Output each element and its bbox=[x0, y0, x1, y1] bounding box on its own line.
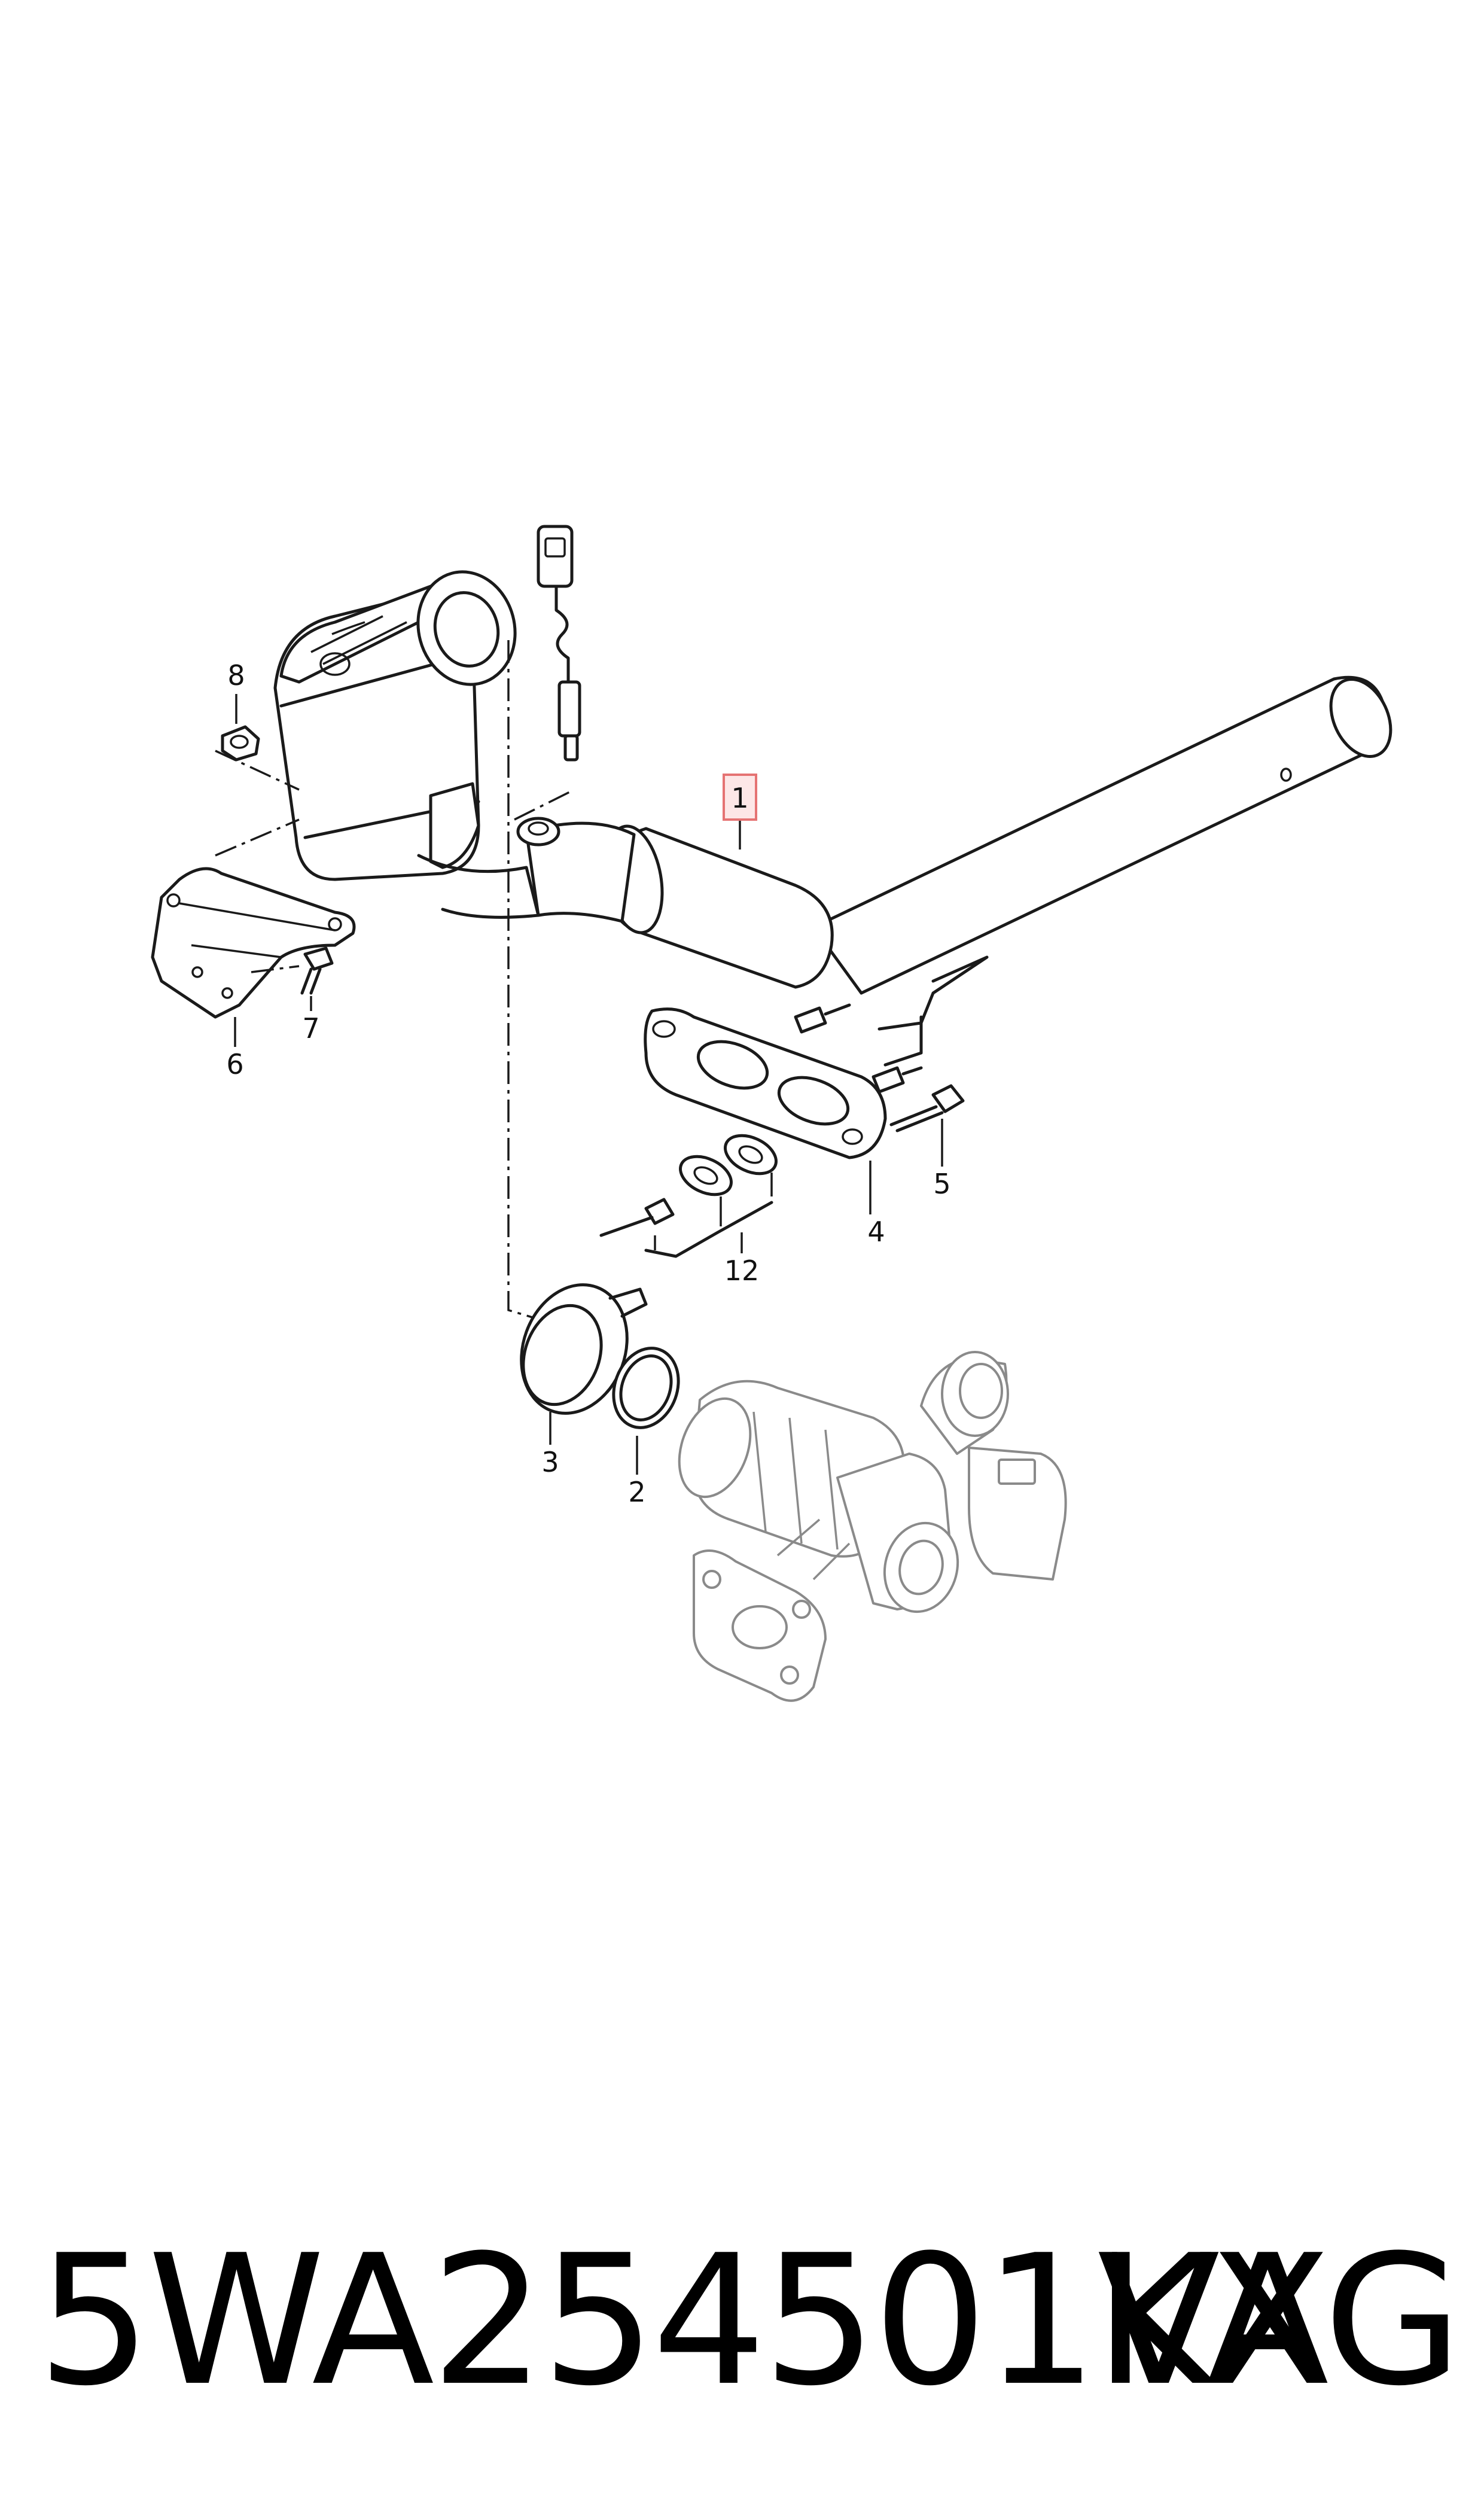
callout-4[interactable]: 4 bbox=[867, 1216, 885, 1248]
callout-6[interactable]: 6 bbox=[226, 1048, 243, 1080]
clamp-part-3[interactable] bbox=[504, 1270, 648, 1429]
callout-7[interactable]: 7 bbox=[302, 1012, 319, 1045]
seal-ring-part-2[interactable] bbox=[603, 1339, 689, 1436]
gasket-part-4[interactable] bbox=[644, 1007, 887, 1159]
callout-12[interactable]: 12 bbox=[724, 1255, 760, 1287]
part-number-label: 5WA254501KX bbox=[37, 2216, 1331, 2425]
turbocharger-reference bbox=[678, 1351, 1067, 1702]
bracket-part-6[interactable] bbox=[151, 867, 356, 1019]
pipe-fittings bbox=[794, 1003, 923, 1094]
callout-1[interactable]: 1 bbox=[731, 782, 748, 814]
selected-callout-box bbox=[723, 774, 757, 821]
callout-3[interactable]: 3 bbox=[541, 1446, 559, 1478]
exploded-parts-diagram: 1 8 6 7 4 bbox=[151, 525, 1403, 1702]
fastener-kit-part-12[interactable] bbox=[599, 1128, 782, 1258]
brand-label: VAG bbox=[1097, 2216, 1462, 2425]
callout-8[interactable]: 8 bbox=[227, 659, 245, 692]
bolt-part-5[interactable] bbox=[889, 1084, 965, 1132]
nut-part-8[interactable] bbox=[221, 725, 260, 762]
callout-2[interactable]: 2 bbox=[628, 1476, 645, 1508]
front-exhaust-pipe-assembly[interactable] bbox=[273, 561, 1403, 1067]
callout-5[interactable]: 5 bbox=[933, 1168, 950, 1200]
lambda-sensor[interactable] bbox=[537, 525, 581, 762]
bolt-part-7[interactable] bbox=[300, 946, 334, 995]
